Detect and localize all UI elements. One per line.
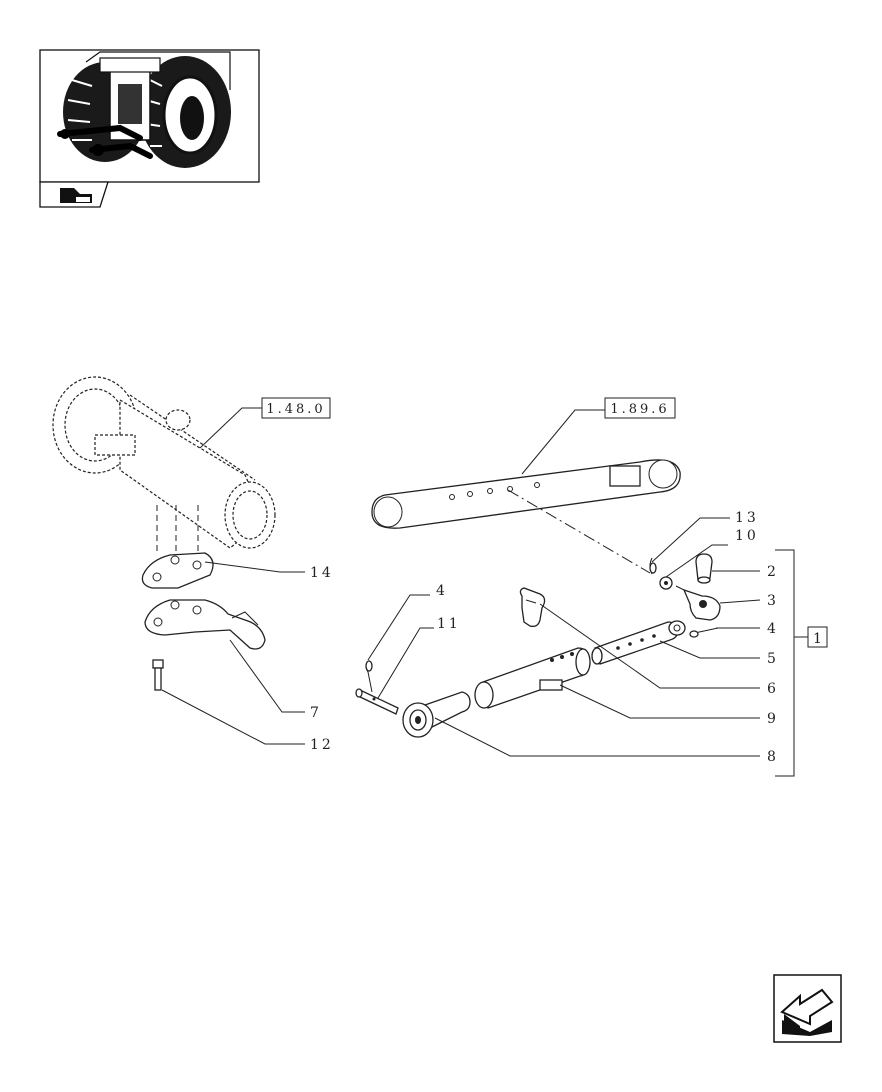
callout-5: 5 — [767, 651, 779, 667]
callout-3: 3 — [767, 593, 779, 609]
leader-lines — [161, 407, 808, 777]
ref-lift-arm-label: 1.89.6 — [610, 402, 669, 417]
callout-7: 7 — [310, 705, 322, 721]
linch-clip-left — [365, 660, 373, 693]
axle-housing — [52, 376, 276, 549]
ref-box-axle-housing[interactable]: 1.48.0 — [261, 397, 331, 419]
tractor-rear-thumbnail[interactable] — [39, 49, 260, 183]
callout-2: 2 — [767, 564, 779, 580]
lift-arm — [371, 459, 681, 529]
drawbar-bracket — [144, 599, 266, 650]
link-pin — [355, 688, 399, 715]
callout-labels: 13 10 2 3 4 5 6 9 8 14 7 12 4 11 — [310, 510, 779, 765]
group-label: 1 — [813, 631, 825, 647]
end-fitting — [675, 585, 721, 621]
adjuster-tube — [474, 647, 591, 709]
bolt — [152, 659, 164, 691]
callout-13: 13 — [735, 510, 759, 526]
ref-box-lift-arm[interactable]: 1.89.6 — [604, 397, 676, 419]
pin — [695, 553, 713, 584]
lift-arm-alignment-line — [507, 489, 651, 574]
callout-11: 11 — [437, 616, 461, 632]
group-box: 1 — [807, 626, 828, 648]
linch-clip-right — [689, 627, 719, 638]
callout-14: 14 — [310, 565, 334, 581]
back-arrow-icon[interactable] — [773, 974, 842, 1043]
callout-10: 10 — [735, 528, 759, 544]
washer — [659, 576, 673, 590]
linch-clip-top — [649, 557, 657, 575]
callout-9: 9 — [767, 711, 779, 727]
bolt-alignment-lines — [156, 505, 199, 558]
forward-hand-arrow-icon — [60, 188, 92, 203]
callout-4b: 4 — [436, 583, 448, 599]
callout-8: 8 — [767, 749, 779, 765]
mounting-plate — [141, 552, 214, 589]
callout-4a: 4 — [767, 621, 779, 637]
callout-12: 12 — [310, 737, 334, 753]
ref-axle-housing-label: 1.48.0 — [266, 402, 325, 417]
spring-clip — [519, 587, 546, 628]
threaded-rod — [591, 620, 686, 665]
callout-6: 6 — [767, 681, 779, 697]
